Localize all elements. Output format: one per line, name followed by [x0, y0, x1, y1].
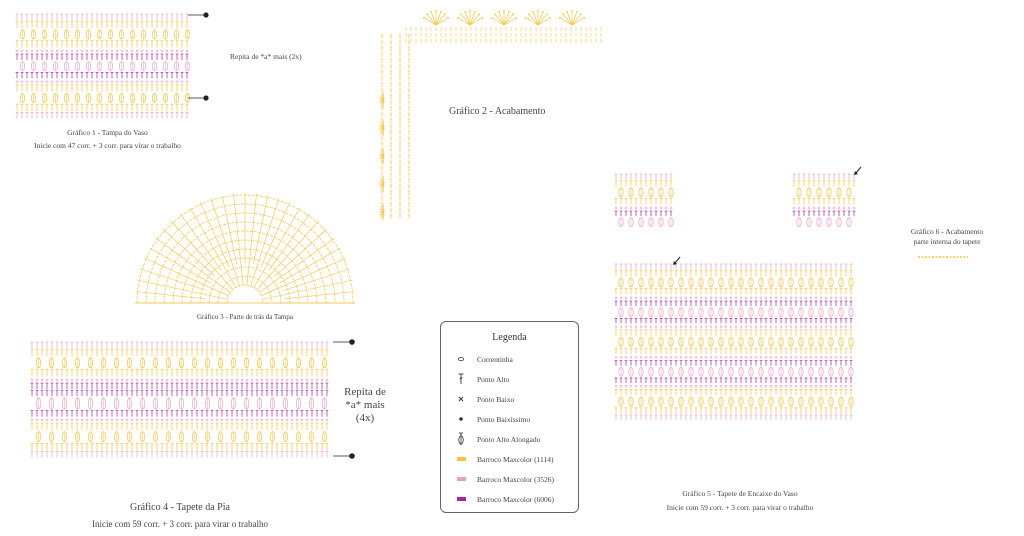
legend-item: Ponto Alto Alongado: [455, 432, 540, 446]
chart-1-repeat-label: Repita de *a* mais (2x): [230, 52, 302, 61]
chart-2-acabamento: [379, 10, 602, 220]
swatch-yellow-icon: [456, 457, 466, 461]
swatch-pink-icon: [456, 477, 466, 481]
chart-3-caption: Gráfico 3 - Parte de trás da Tampa: [197, 313, 293, 321]
double-crochet-icon: [455, 373, 467, 385]
chart-6-caption-line1: Gráfico 6 - Acabamento: [910, 227, 984, 236]
chain-stitch-icon: [455, 356, 467, 362]
legend-item: Barroco Maxcolor (6006): [455, 492, 554, 506]
repeat-marker-top: [188, 12, 209, 18]
repeat-marker-top: [333, 339, 355, 345]
legend-item: Correntinha: [455, 352, 513, 366]
legend-item: Ponto Baixíssimo: [455, 412, 530, 426]
chart-4-repeat-label: Repita de *a* mais (4x): [344, 386, 386, 424]
chart-4-tapete-da-pia: [30, 341, 329, 458]
swatch-purple-icon: [456, 497, 466, 501]
legend-box: Legenda Correntinha Ponto Alto Ponto Bai…: [440, 321, 579, 513]
legend-item: Barroco Maxcolor (3526): [455, 472, 554, 486]
chart-5-caption-title: Gráfico 5 - Tapete de Encaixe do Vaso: [682, 489, 798, 498]
chart-6-caption-line2: parte interna do tapete: [913, 237, 981, 246]
repeat-marker-bottom: [188, 95, 209, 101]
legend-label: Ponto Alto Alongado: [477, 434, 541, 444]
chart-3-parte-de-tras: [135, 193, 355, 304]
chart-4-caption-title: Gráfico 4 - Tapete da Pia: [130, 502, 230, 513]
legend-item: Ponto Alto: [455, 372, 509, 386]
start-arrow-icon: [854, 166, 862, 175]
legend-label: Ponto Baixíssimo: [477, 414, 531, 424]
legend-item: Ponto Baixo: [455, 392, 514, 406]
slip-stitch-icon: [455, 415, 467, 423]
chart-1-caption-title: Gráfico 1 - Tampa do Vaso: [67, 128, 148, 137]
chart-5-caption-sub: Inicie com 59 corr. + 3 corr. para virar…: [666, 503, 814, 512]
legend-label: Ponto Baixo: [477, 394, 515, 404]
chart-5-tapete-de-encaixe: [614, 173, 856, 420]
chart-2-caption: Gráfico 2 - Acabamento: [449, 106, 546, 117]
legend-label: Barroco Maxcolor (1114): [477, 454, 554, 464]
legend-label: Correntinha: [477, 354, 513, 364]
chart-1-tampa-do-vaso: [15, 13, 191, 119]
repeat-marker-bottom: [333, 453, 355, 459]
elongated-double-crochet-icon: [455, 432, 467, 446]
legend-label: Barroco Maxcolor (3526): [477, 474, 555, 484]
chart-6-finishing-row: [918, 256, 968, 258]
legend-label: Barroco Maxcolor (6006): [477, 494, 555, 504]
single-crochet-icon: [455, 395, 467, 403]
chart-1-caption-sub: Inicie com 47 corr. + 3 corr. para virar…: [34, 141, 181, 150]
start-arrow-icon: [673, 256, 681, 265]
legend-item: Barroco Maxcolor (1114): [455, 452, 554, 466]
legend-title: Legenda: [492, 332, 527, 343]
chart-4-caption-sub: Inicie com 59 corr. + 3 corr. para virar…: [91, 519, 268, 529]
legend-label: Ponto Alto: [477, 374, 510, 384]
